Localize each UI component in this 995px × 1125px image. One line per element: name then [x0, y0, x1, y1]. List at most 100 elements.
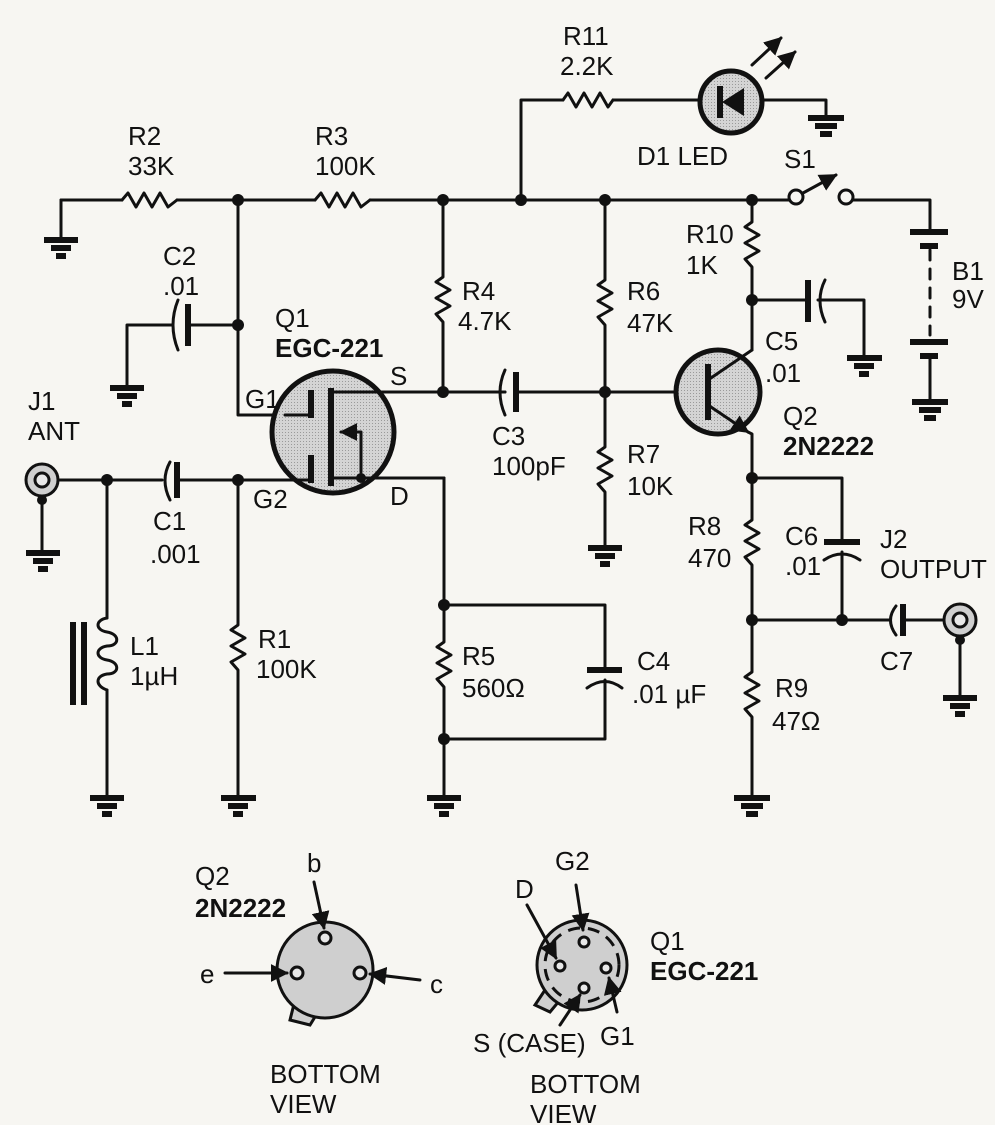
q1-pin-d: D: [390, 481, 409, 511]
pin-arrow-icon: [603, 976, 622, 1014]
r4-ref: R4: [462, 276, 495, 306]
c4-value: .01 µF: [632, 679, 706, 709]
q1-part: EGC-221: [275, 333, 383, 363]
pinout-q2-part: 2N2222: [195, 893, 286, 923]
r9-ref: R9: [775, 673, 808, 703]
d1-ref: D1 LED: [637, 141, 728, 171]
capacitor-c6: C6 .01: [750, 476, 862, 622]
switch-s1: S1: [784, 144, 855, 206]
light-arrow-icon: [750, 36, 783, 67]
resistor-r9: R9 47Ω: [734, 618, 820, 817]
r7-value: 10K: [627, 471, 674, 501]
pin-arrow-icon: [558, 993, 582, 1027]
led-d1: D1 LED: [637, 36, 828, 171]
q1-pin-g2: G2: [253, 484, 288, 514]
c1-ref: C1: [153, 506, 186, 536]
output-jack-j2: J2 OUTPUT: [880, 524, 987, 717]
pinout-q2: Q2 2N2222 b e c BOTTOM VIEW: [195, 848, 443, 1119]
r3-value: 100K: [315, 151, 376, 181]
battery-b1: B1 9V: [910, 229, 984, 421]
resistor-r8: R8 470: [688, 476, 761, 622]
resistor-r6: R6 47K: [596, 198, 674, 394]
resistor-r11: R11 2.2K: [519, 21, 700, 202]
b1-value: 9V: [952, 284, 984, 314]
pinout-q2-ref: Q2: [195, 861, 230, 891]
resistor-r4: R4 4.7K: [434, 198, 512, 394]
c6-ref: C6: [785, 521, 818, 551]
c2-value: .01: [163, 271, 199, 301]
pinout-q1-view-1: BOTTOM: [530, 1069, 641, 1099]
j1-name: ANT: [28, 416, 80, 446]
diode-triangle-icon: [722, 88, 744, 116]
r2-ref: R2: [128, 121, 161, 151]
pin-arrow-icon: [368, 966, 422, 985]
r5-ref: R5: [462, 641, 495, 671]
pinout-q2-pin-b: b: [307, 848, 321, 878]
pinout-q1-view-2: VIEW: [530, 1099, 597, 1125]
r6-value: 47K: [627, 308, 674, 338]
pinout-q1: G2 D Q1 EGC-221 G1 S (CASE) BOTTOM VIEW: [473, 846, 758, 1125]
inductor-l1: L1 1µH: [70, 478, 178, 817]
j1-ref: J1: [28, 386, 55, 416]
resistor-r2: R2 33K: [120, 121, 179, 209]
j2-ref: J2: [880, 524, 907, 554]
b1-ref: B1: [952, 256, 984, 286]
q2-ref: Q2: [783, 401, 818, 431]
r2-value: 33K: [128, 151, 175, 181]
c1-value: .001: [150, 539, 201, 569]
r9-value: 47Ω: [772, 706, 820, 736]
pinout-q2-pin-e: e: [200, 959, 214, 989]
pinout-q2-pin-c: c: [430, 969, 443, 999]
c5-value: .01: [765, 358, 801, 388]
q1-ref: Q1: [275, 303, 310, 333]
c2-ref: C2: [163, 241, 196, 271]
pin-arrow-icon: [525, 903, 558, 960]
wire: [236, 198, 287, 417]
capacitor-c4: C4 .01 µF: [442, 603, 706, 741]
pin-arrow-icon: [311, 880, 330, 930]
r4-value: 4.7K: [458, 306, 512, 336]
resistor-r10: R10 1K: [686, 198, 761, 352]
pinout-q1-pin-g1: G1: [600, 1021, 635, 1051]
r10-value: 1K: [686, 250, 718, 280]
capacitor-c7: C7: [750, 604, 945, 676]
r11-ref: R11: [563, 21, 609, 51]
r1-value: 100K: [256, 654, 317, 684]
antenna-jack-j1: J1 ANT: [24, 386, 80, 572]
r11-value: 2.2K: [560, 51, 614, 81]
pinout-q1-ref: Q1: [650, 926, 685, 956]
c3-ref: C3: [492, 421, 525, 451]
mosfet-q1: Q1 EGC-221 G1 G2 S D: [245, 303, 446, 514]
resistor-r7: R7 10K: [588, 390, 674, 567]
pinout-q2-view-2: VIEW: [270, 1089, 337, 1119]
c5-ref: C5: [765, 326, 798, 356]
ground-symbol: [808, 115, 844, 137]
r6-ref: R6: [627, 276, 660, 306]
r8-ref: R8: [688, 511, 721, 541]
resistor-r1: R1 100K: [221, 478, 317, 817]
pinout-q1-part: EGC-221: [650, 956, 758, 986]
capacitor-c3: C3 100pF: [492, 368, 692, 481]
pinout-q1-pin-s: S (CASE): [473, 1028, 586, 1058]
q1-pin-s: S: [390, 361, 407, 391]
r10-ref: R10: [686, 219, 734, 249]
c6-value: .01: [785, 551, 821, 581]
pinout-q1-pin-d: D: [515, 874, 534, 904]
capacitor-c5: C5 .01: [750, 278, 882, 388]
j2-name: OUTPUT: [880, 554, 987, 584]
r7-ref: R7: [627, 439, 660, 469]
pinout-q1-pin-g2: G2: [555, 846, 590, 876]
q1-pin-g1: G1: [245, 384, 280, 414]
q2-part: 2N2222: [783, 431, 874, 461]
capacitor-c2: C2 .01: [110, 241, 240, 407]
c4-ref: C4: [637, 646, 670, 676]
c7-ref: C7: [880, 646, 913, 676]
r5-value: 560Ω: [462, 673, 525, 703]
light-arrow-icon: [764, 50, 797, 80]
pin-arrow-icon: [571, 883, 590, 932]
s1-ref: S1: [784, 144, 816, 174]
transistor-q2: Q2 2N2222: [673, 347, 874, 480]
r3-ref: R3: [315, 121, 348, 151]
l1-value: 1µH: [130, 661, 178, 691]
